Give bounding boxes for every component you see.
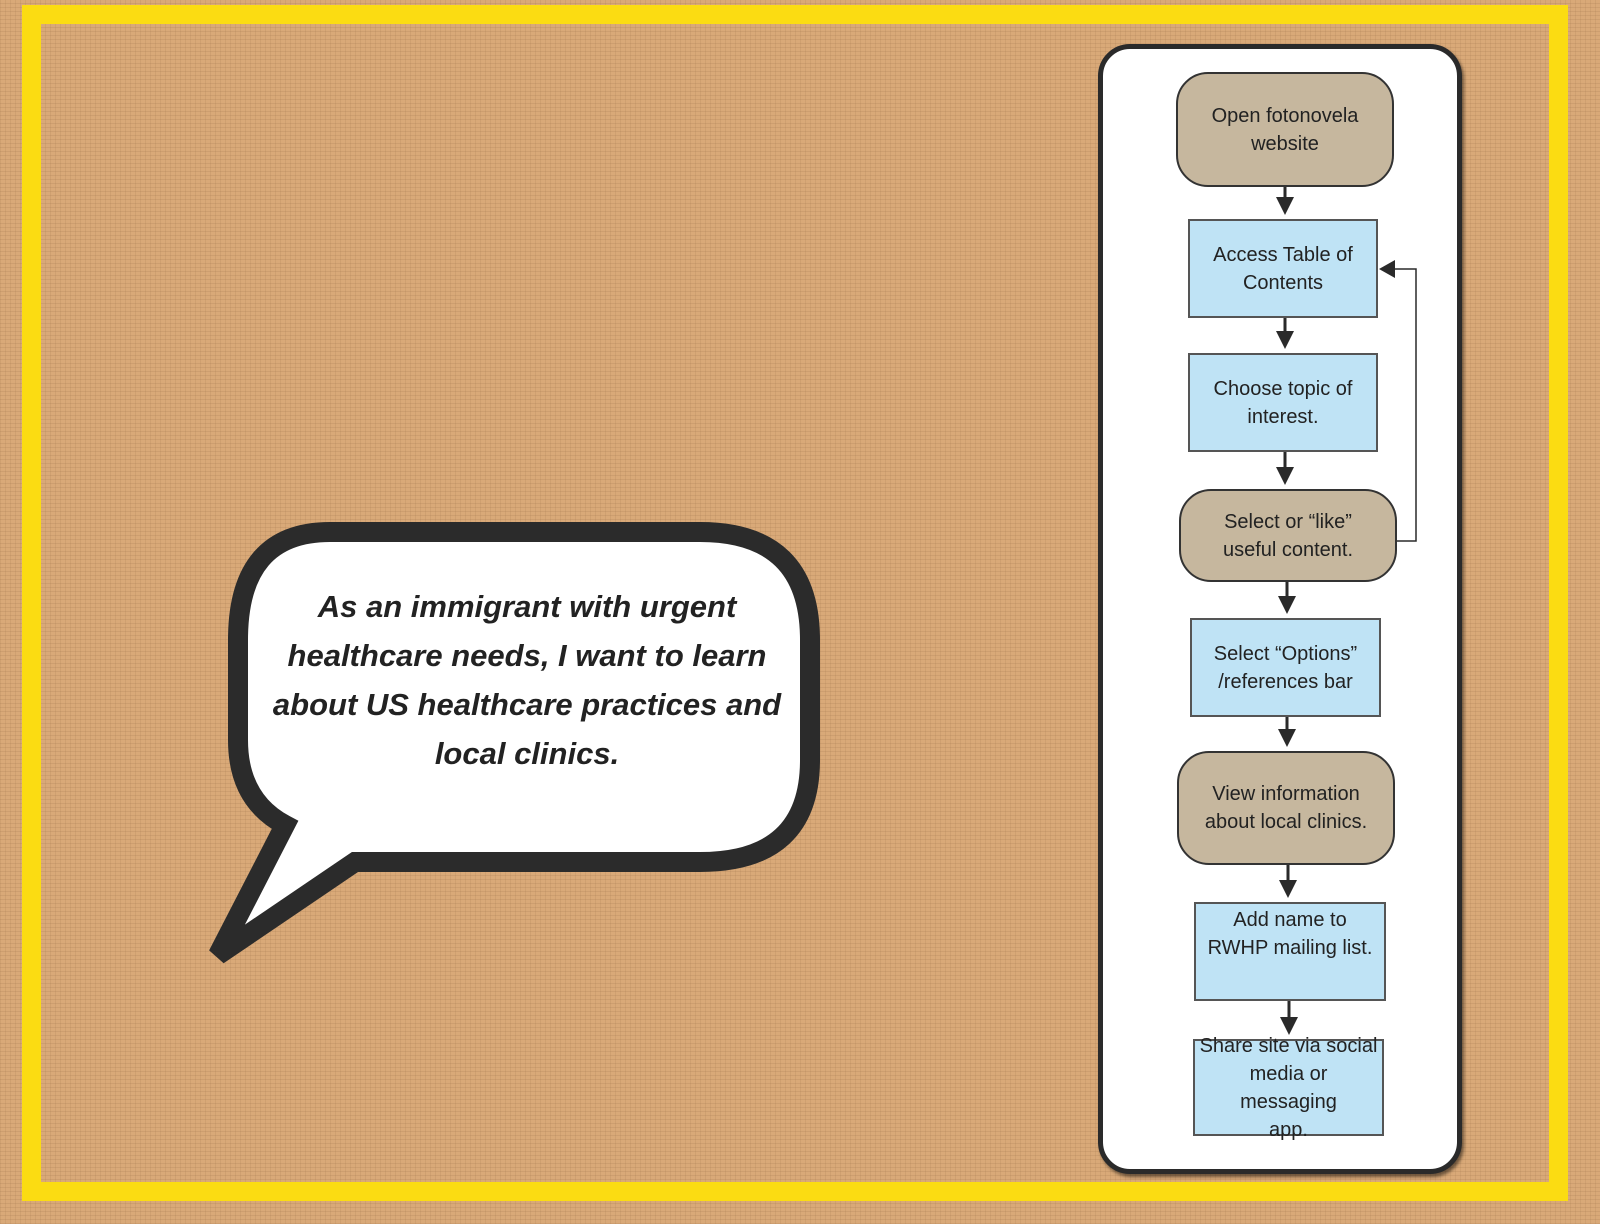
step-access-toc: Access Table of Contents [1188,219,1378,318]
step-open-website: Open fotonovela website [1176,72,1394,187]
yellow-frame [22,5,1568,1201]
loop-back-arrow [1386,268,1417,542]
step-select-like: Select or “like” useful content. [1179,489,1397,582]
speech-bubble-shape [209,522,820,964]
step-mailing-list: Add name to RWHP mailing list. [1194,902,1386,1001]
speech-bubble-text: As an immigrant with urgent healthcare n… [272,589,782,771]
step-choose-topic: Choose topic of interest. [1188,353,1378,452]
step-view-clinics: View information about local clinics. [1177,751,1395,865]
step-share-site: Share site via social media or messaging… [1193,1035,1384,1141]
loop-arrowhead [1379,260,1395,278]
step-select-options: Select “Options” /references bar [1190,618,1381,717]
